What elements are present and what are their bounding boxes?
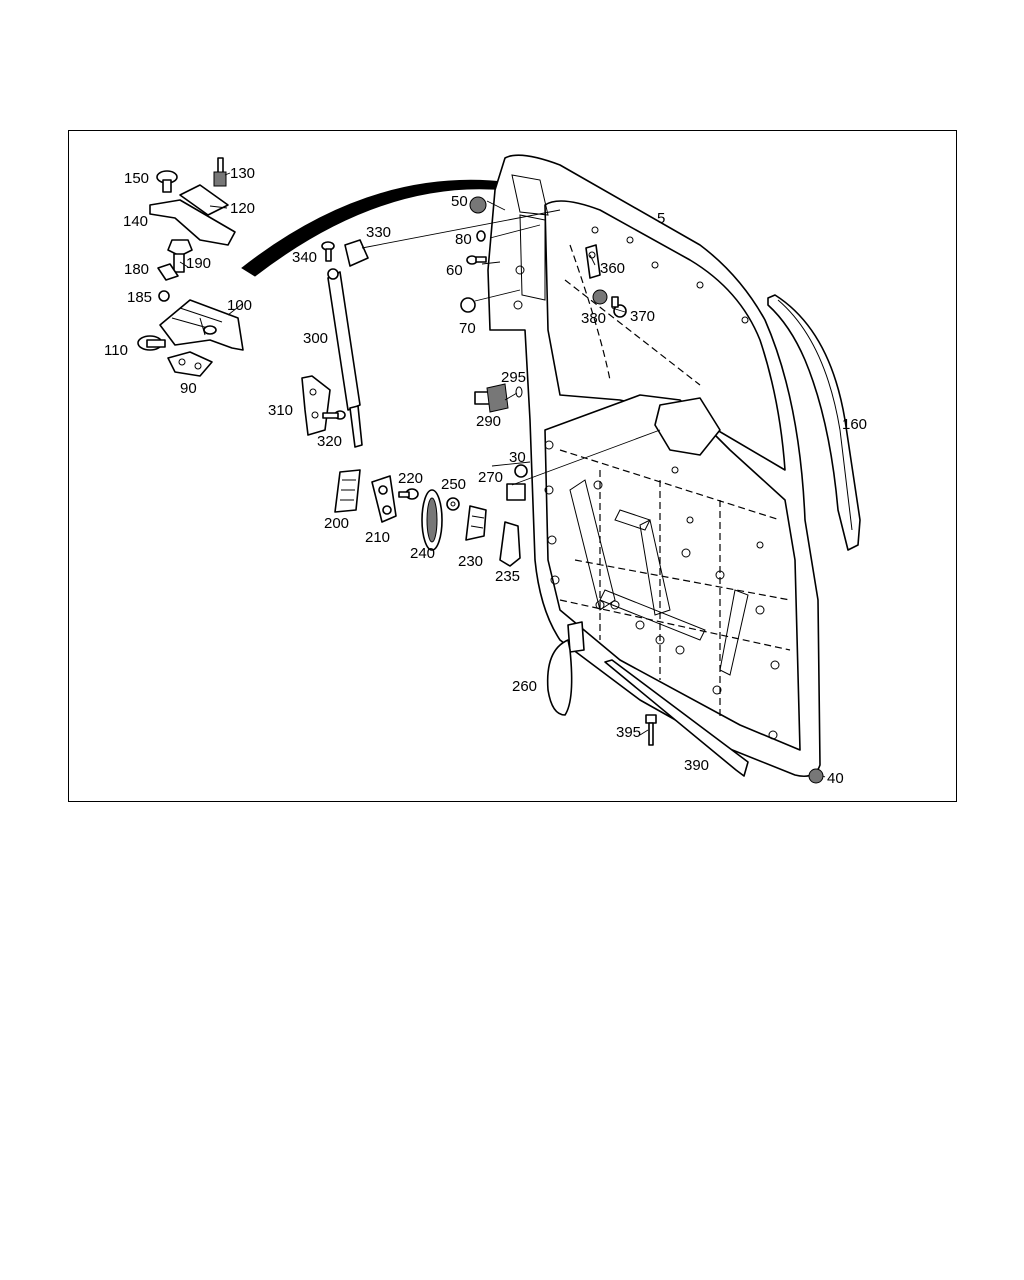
part-210-striker: [371, 475, 397, 523]
part-30-plug: [514, 464, 528, 478]
part-395-bolt: [645, 714, 657, 746]
label-190: 190: [186, 255, 211, 272]
label-100: 100: [227, 297, 252, 314]
label-200: 200: [324, 515, 349, 532]
label-380: 380: [581, 310, 606, 327]
label-390: 390: [684, 757, 709, 774]
label-185: 185: [127, 289, 152, 306]
label-340: 340: [292, 249, 317, 266]
part-185-nut: [158, 290, 170, 302]
label-230: 230: [458, 553, 483, 570]
part-80-clip: [476, 230, 486, 242]
label-140: 140: [123, 213, 148, 230]
part-90-gasket: [167, 351, 213, 377]
label-330: 330: [366, 224, 391, 241]
label-90: 90: [180, 380, 197, 397]
part-340-bolt: [321, 241, 335, 262]
label-300: 300: [303, 330, 328, 347]
part-270-block: [506, 483, 526, 501]
label-130: 130: [230, 165, 255, 182]
part-40-plug: [808, 768, 824, 784]
part-160-weatherstrip: [767, 294, 861, 551]
label-70: 70: [459, 320, 476, 337]
part-310-bracket: [301, 375, 331, 436]
part-240-seal: [421, 489, 443, 551]
label-235: 235: [495, 568, 520, 585]
part-180-clip: [157, 263, 179, 281]
part-200-pad: [334, 469, 361, 513]
diagram-frame: [68, 130, 957, 802]
label-160: 160: [842, 416, 867, 433]
part-330-bracket: [344, 239, 369, 267]
part-60-screw: [466, 255, 487, 265]
tailgate-door: [487, 154, 821, 778]
part-70-plug: [460, 297, 476, 313]
part-140-bracket: [149, 199, 236, 246]
part-190-bolt: [167, 239, 193, 273]
part-150-bolt: [156, 170, 178, 193]
part-230-cap: [465, 505, 487, 541]
part-300-gas-strut: [327, 268, 363, 448]
label-5: 5: [657, 210, 665, 227]
part-50-grommet: [469, 196, 487, 214]
label-310: 310: [268, 402, 293, 419]
label-395: 395: [616, 724, 641, 741]
label-295: 295: [501, 369, 526, 386]
label-120: 120: [230, 200, 255, 217]
label-240: 240: [410, 545, 435, 562]
label-210: 210: [365, 529, 390, 546]
label-40: 40: [827, 770, 844, 787]
label-250: 250: [441, 476, 466, 493]
part-295-oring: [515, 386, 523, 398]
label-110: 110: [104, 342, 128, 359]
label-220: 220: [398, 470, 423, 487]
label-320: 320: [317, 433, 342, 450]
label-60: 60: [446, 262, 463, 279]
part-100-hinge: [159, 299, 244, 351]
part-390-sill-strip: [604, 659, 749, 777]
part-120-clip: [179, 184, 229, 216]
part-370-clip: [611, 296, 627, 318]
part-380-clip: [592, 289, 608, 305]
label-360: 360: [600, 260, 625, 277]
label-50: 50: [451, 193, 468, 210]
label-270: 270: [478, 469, 503, 486]
label-30: 30: [509, 449, 526, 466]
label-150: 150: [124, 170, 149, 187]
label-290: 290: [476, 413, 501, 430]
label-80: 80: [455, 231, 472, 248]
part-130-pin: [213, 157, 227, 187]
label-180: 180: [124, 261, 149, 278]
label-260: 260: [512, 678, 537, 695]
part-235-cover: [499, 521, 521, 567]
part-110-bolt: [137, 335, 166, 351]
part-260-strap: [546, 621, 585, 716]
part-220-bolt: [398, 488, 419, 500]
leader-lines: [179, 172, 826, 778]
part-250-washer: [446, 497, 460, 511]
part-290-lock-cylinder: [474, 383, 509, 413]
label-370: 370: [630, 308, 655, 325]
part-320-bolt: [322, 410, 346, 420]
